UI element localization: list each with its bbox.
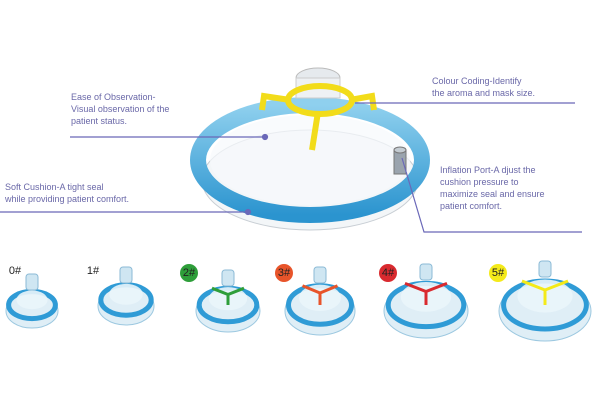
colour-coded-hub [259,67,377,151]
colour-hub-3 [301,284,339,305]
size-label-3: 3# [275,264,293,282]
observation-callout: Ease of Observation- Visual observation … [71,91,169,127]
callout-line: Visual observation of the [71,104,170,114]
size-mask-0 [5,273,59,329]
colour-coding-callout: Colour Coding-Identify the aroma and mas… [432,75,535,99]
colour-hub-2 [211,286,245,305]
cushion-callout: Soft Cushion-A tight seal while providin… [5,181,129,205]
callout-line: maximize seal and ensure [440,189,545,199]
size-label-0: 0# [8,265,22,277]
size-range-masks [5,260,592,342]
callout-line: patient comfort. [440,201,503,211]
size-label-5: 5# [489,264,507,282]
size-label-1: 1# [86,265,100,277]
size-label-2: 2# [180,264,198,282]
callout-line: Ease of Observation- [71,92,156,102]
size-mask-2 [195,269,261,333]
callout-line: Colour Coding-Identify [432,76,522,86]
size-mask-5 [498,260,592,342]
size-mask-1 [97,266,155,326]
callout-line: while providing patient comfort. [5,194,130,204]
callout-line: patient status. [71,116,128,126]
colour-hub-4 [404,282,448,305]
callout-line: Inflation Port-A djust the [440,165,536,175]
leader-lines [0,102,582,233]
size-label-4: 4# [379,264,397,282]
size-mask-4 [383,263,469,339]
callout-line: cushion pressure to [440,177,519,187]
inflation-port-callout: Inflation Port-A djust the cushion press… [440,164,545,212]
colour-hub-5 [521,279,569,305]
callout-line: Soft Cushion-A tight seal [5,182,104,192]
size-mask-3 [284,266,356,336]
main-mask [190,67,430,231]
callout-line: the aroma and mask size. [432,88,536,98]
inflation-port [393,146,407,175]
